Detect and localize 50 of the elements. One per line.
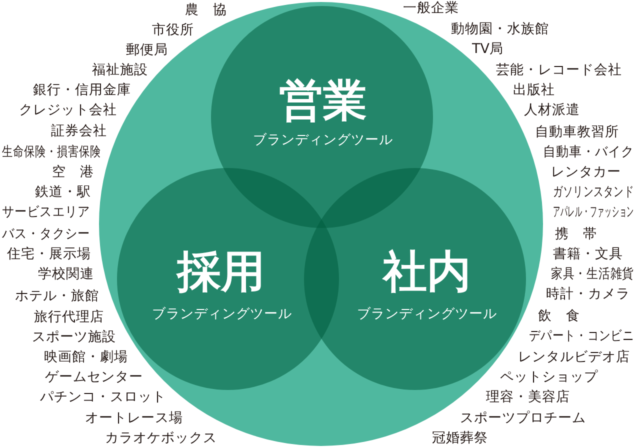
category-label: ペットショップ xyxy=(500,369,598,385)
category-label: レンタルビデオ店 xyxy=(518,349,630,365)
circle-subtitle: ブランディングツール xyxy=(152,307,292,323)
category-label: バス・タクシー xyxy=(2,226,90,242)
category-label: 農 協 xyxy=(185,2,227,18)
category-label: オートレース場 xyxy=(85,410,183,426)
category-label: ゲームセンター xyxy=(45,369,143,385)
category-label: 空 港 xyxy=(52,164,94,180)
circle-subtitle: ブランディングツール xyxy=(357,307,497,323)
category-label: クレジット会社 xyxy=(19,102,117,118)
category-label: 映画館・劇場 xyxy=(44,349,128,365)
category-label: 家具・生活雑貨 xyxy=(551,266,634,282)
category-label: カラオケボックス xyxy=(105,430,217,446)
category-label: ホテル・旅館 xyxy=(15,288,99,304)
category-label: 書籍・文具 xyxy=(553,246,623,262)
circle-subtitle: ブランディングツール xyxy=(253,133,393,149)
category-label: スポーツプロチーム xyxy=(460,410,586,426)
category-label: 自動車教習所 xyxy=(535,124,619,140)
category-label: 出版社 xyxy=(513,82,555,98)
category-label: 証券会社 xyxy=(51,123,107,139)
category-label: 時計・カメラ xyxy=(546,286,630,302)
category-label: 携 帯 xyxy=(555,226,597,242)
category-label: レンタカー xyxy=(551,164,621,180)
category-label: デパート・コンビニ xyxy=(529,328,634,344)
category-label: サービスエリア xyxy=(2,204,90,220)
category-label: 芸能・レコード会社 xyxy=(496,62,622,78)
category-label: 福祉施設 xyxy=(92,62,148,78)
category-label: 銀行・信用金庫 xyxy=(33,82,131,98)
category-label: 一般企業 xyxy=(403,0,459,16)
category-label: スポーツ施設 xyxy=(32,329,116,345)
circle-title: 営業 xyxy=(279,76,367,128)
category-label: 鉄道・駅 xyxy=(35,184,91,200)
category-label: 理容・美容店 xyxy=(486,389,570,405)
category-label: 飲 食 xyxy=(538,308,580,324)
circle-title: 社内 xyxy=(383,248,471,298)
category-label: 旅行代理店 xyxy=(34,309,104,325)
category-label: ガソリンスタンド xyxy=(553,184,634,200)
category-label: 冠婚葬祭 xyxy=(432,430,488,446)
category-label: 人材派遣 xyxy=(524,102,580,118)
category-label: アパレル・ファッション xyxy=(553,204,634,220)
category-label: 自動車・バイク xyxy=(543,144,634,160)
category-label: 市役所 xyxy=(152,22,194,38)
circle-title: 採用 xyxy=(177,248,265,298)
category-label: 動物園・水族館 xyxy=(451,21,549,37)
category-label: 郵便局 xyxy=(126,42,168,58)
category-label: 生命保険・損害保険 xyxy=(2,144,101,160)
category-label: 学校関連 xyxy=(38,266,94,282)
category-label: 住宅・展示場 xyxy=(7,246,91,262)
category-label: TV局 xyxy=(472,41,504,57)
category-label: パチンコ・スロット xyxy=(40,389,166,405)
